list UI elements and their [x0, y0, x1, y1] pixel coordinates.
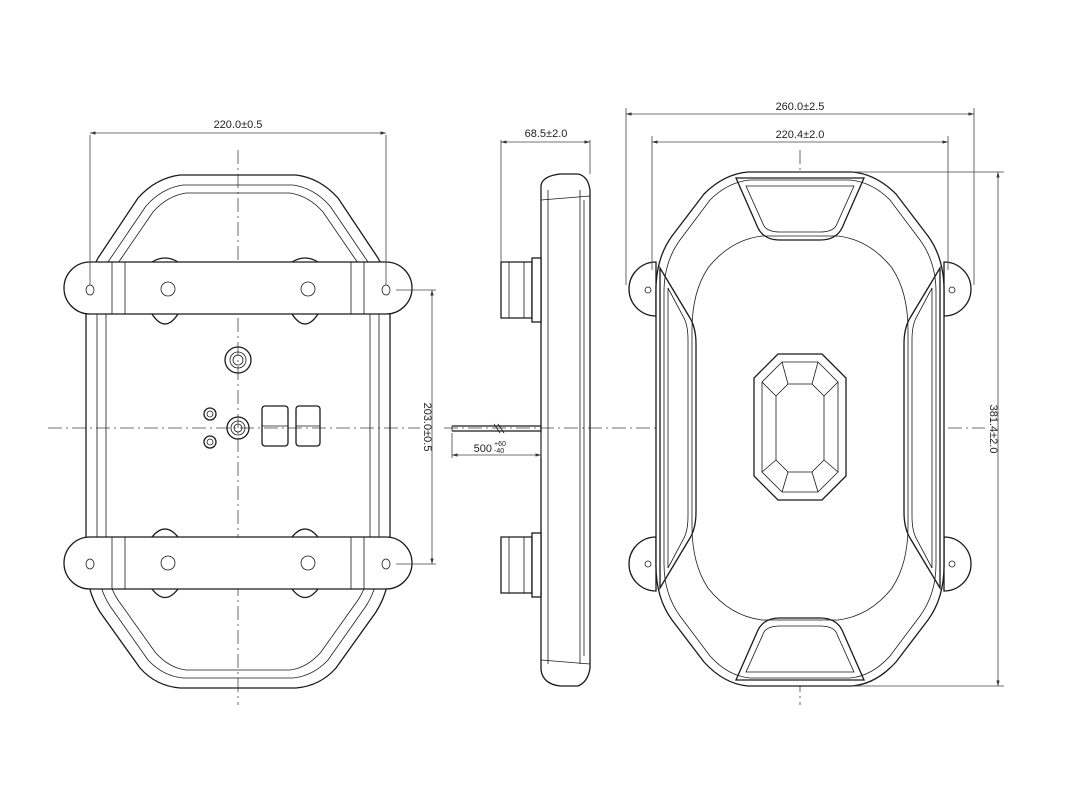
rear-small-screw-top — [203, 407, 217, 421]
side-cable-tol-lower: -40 — [494, 448, 504, 455]
rear-top-grommet — [224, 346, 252, 374]
side-body-profile — [540, 173, 591, 687]
front-outer-shell — [655, 171, 945, 687]
rear-cable-gland — [226, 416, 250, 440]
front-right-lens — [903, 265, 941, 591]
side-depth-label: 68.5±2.0 — [525, 128, 568, 140]
front-height-label: 381.4±2.0 — [987, 405, 999, 454]
rear-bottom-right-slot — [381, 558, 391, 570]
rear-bottom-bracket — [63, 536, 413, 590]
rear-width-label: 220.0±0.5 — [214, 119, 263, 131]
front-bottom-lens — [735, 617, 865, 681]
front-top-lens — [735, 177, 865, 241]
rear-small-screw-bottom — [203, 435, 217, 449]
rear-top-right-hole — [300, 281, 316, 297]
side-cable-length-label: 500 — [474, 443, 492, 455]
rear-view: 220.0±0.5 203.0±0.5 — [48, 119, 436, 705]
rear-top-left-hole — [160, 281, 176, 297]
front-body-width-label: 220.4±2.0 — [776, 129, 825, 141]
side-lower-magnet — [500, 536, 533, 594]
rear-bottom-right-hole — [300, 555, 316, 571]
side-view: 68.5±2.0 500 +60 -40 — [444, 128, 612, 687]
rear-top-bracket — [63, 261, 413, 315]
front-ear-top-right — [943, 261, 972, 317]
rear-bottom-left-hole — [160, 555, 176, 571]
front-ear-top-left — [628, 261, 657, 317]
front-view: 260.0±2.5 220.4±2.0 381.4±2.0 — [612, 101, 1004, 705]
side-upper-bracket — [531, 257, 542, 323]
front-outer-shell-inner — [663, 179, 937, 679]
front-inner-dome — [691, 235, 909, 621]
front-left-lens — [659, 265, 697, 591]
rear-hole-spacing-label: 203.0±0.5 — [421, 403, 433, 452]
side-cable-tol-upper: +60 — [494, 441, 506, 448]
front-ear-bottom-right — [943, 536, 972, 592]
front-ear-bottom-left — [628, 536, 657, 592]
rear-bottom-left-slot — [85, 558, 95, 570]
front-overall-width-label: 260.0±2.5 — [776, 101, 825, 113]
front-center-lens-outer — [753, 353, 847, 501]
side-lower-bracket — [531, 532, 542, 598]
side-upper-magnet — [500, 261, 533, 319]
